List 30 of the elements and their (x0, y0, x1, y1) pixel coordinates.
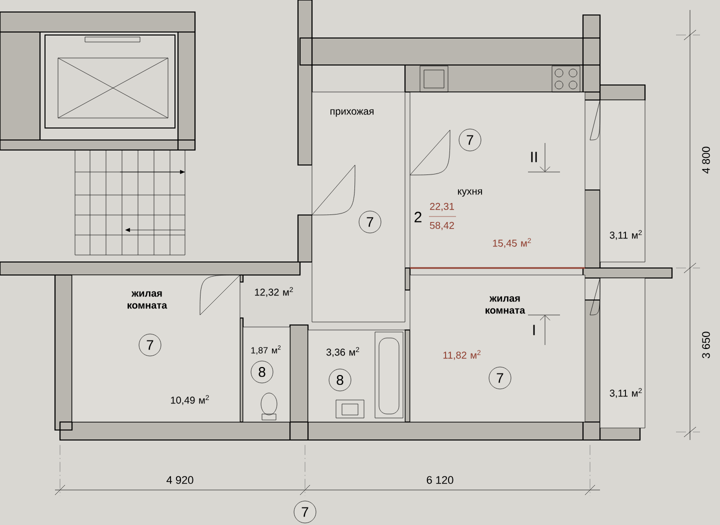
room (410, 92, 586, 269)
dimension-label: 6 120 (426, 476, 454, 484)
room-label: жилая комната (486, 296, 526, 314)
room-label: жилая комната (128, 291, 168, 309)
room (410, 274, 586, 422)
room-label: 15,45 м$^{2}$ (493, 238, 531, 248)
room-label: 58,42 (430, 222, 454, 230)
room-label: 10,49 м$^{2}$ (171, 395, 209, 405)
room-label: 22,31 (430, 202, 454, 212)
section-mark: II (528, 142, 560, 172)
room-label: 3,11 м$^{2}$ (610, 388, 642, 398)
dimension-label: 3 650 (701, 330, 711, 360)
room-label: 3,11 м$^{2}$ (610, 230, 642, 240)
room (242, 326, 290, 422)
dimension-label: 4 920 (166, 476, 194, 484)
room-label: 12,32 м$^{2}$ (255, 287, 293, 297)
room-label: 11,82 м$^{2}$ (443, 350, 481, 360)
room-label: 1,87 м$^{2}$ (251, 345, 281, 355)
room (255, 92, 406, 322)
room (600, 278, 646, 428)
section-mark: I (528, 314, 560, 346)
room-label: кухня (458, 189, 482, 197)
room (72, 274, 240, 422)
axis-bubble: 7 (294, 500, 316, 524)
room-label: 3,36 м$^{2}$ (326, 347, 360, 357)
room-label: прихожая (330, 109, 374, 117)
room (308, 330, 406, 422)
room (600, 100, 646, 262)
dimension-label: 4 800 (701, 145, 711, 175)
room-label: 2 (414, 212, 422, 222)
